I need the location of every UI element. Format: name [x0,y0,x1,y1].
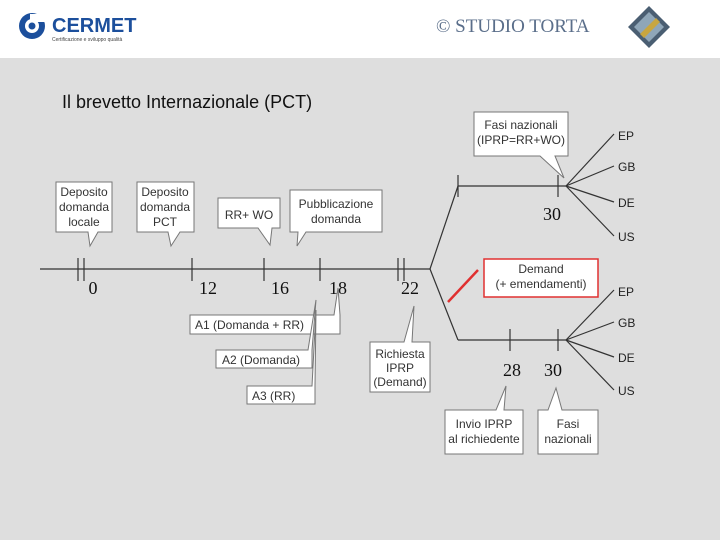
cermet-logo: CERMET Certificazione e sviluppo qualità [16,10,146,44]
publication-label: A2 (Domanda) [222,353,300,367]
country-label: US [618,230,635,244]
callout-line: Invio IPRP [456,417,513,431]
callout-pubblicazione: Pubblicazione domanda [289,189,383,247]
publication-a3: A3 (RR) [246,309,317,405]
country-label: EP [618,285,634,299]
country-label: GB [618,316,635,330]
publication-label: A3 (RR) [252,389,295,403]
header: CERMET Certificazione e sviluppo qualità… [0,0,720,56]
callout-line: (+ emendamenti) [495,277,586,291]
main-timeline [40,185,459,341]
callout-line: (IPRP=RR+WO) [477,133,565,147]
callout-line: nazionali [544,432,591,446]
callout-line: domanda [59,200,109,214]
logo-tagline: Certificazione e sviluppo qualità [52,37,123,43]
publication-label: A1 (Domanda + RR) [195,318,304,332]
country-label: DE [618,351,635,365]
demand-connector [447,269,479,303]
month-label: 30 [544,360,562,380]
callout-line: Demand [518,262,563,276]
month-label: 16 [271,278,289,298]
publication-a2: A2 (Domanda) [215,299,317,369]
country-label: DE [618,196,635,210]
publication-a1: A1 (Domanda + RR) [189,287,341,335]
month-label: 22 [401,278,419,298]
callout-demand: Demand (+ emendamenti) [447,258,599,303]
logo-wordmark: CERMET [52,15,136,37]
callout-line: PCT [153,215,178,229]
callout-line: RR+ WO [225,208,273,222]
callout-line: Deposito [60,185,108,199]
callout-line: Deposito [141,185,189,199]
callout-line: domanda [140,200,190,214]
callout-line: Pubblicazione [299,197,374,211]
callout-line: locale [68,215,100,229]
callout-line: IPRP [386,361,414,375]
month-label: 30 [543,204,561,224]
callout-invio-iprp: Invio IPRP al richiedente [444,385,524,455]
country-label: US [618,384,635,398]
callout-richiesta-iprp: Richiesta IPRP (Demand) [369,305,431,393]
callout-fasi-nazionali-top: Fasi nazionali (IPRP=RR+WO) [473,111,569,179]
callout-fasi-nazionali-bottom: Fasi nazionali [537,386,599,455]
slide-background [0,58,720,540]
lower-branch [458,289,615,391]
callout-deposito-locale: Deposito domanda locale [55,181,113,248]
slide-title: Il brevetto Internazionale (PCT) [62,92,313,112]
month-label: 0 [89,278,98,298]
month-label: 12 [199,278,217,298]
country-label: GB [618,160,635,174]
month-label: 28 [503,360,521,380]
upper-branch [457,133,615,237]
callout-deposito-pct: Deposito domanda PCT [136,181,195,248]
callout-line: (Demand) [373,375,426,389]
callout-rr-wo: RR+ WO [217,197,281,247]
callout-line: Richiesta [375,347,425,361]
callout-line: Fasi nazionali [484,118,557,132]
country-label: EP [618,129,634,143]
studio-emblem-icon [626,4,672,50]
callout-line: al richiedente [448,432,520,446]
callout-line: Fasi [557,417,580,431]
callout-line: domanda [311,212,361,226]
copyright-text: © STUDIO TORTA [436,16,590,37]
